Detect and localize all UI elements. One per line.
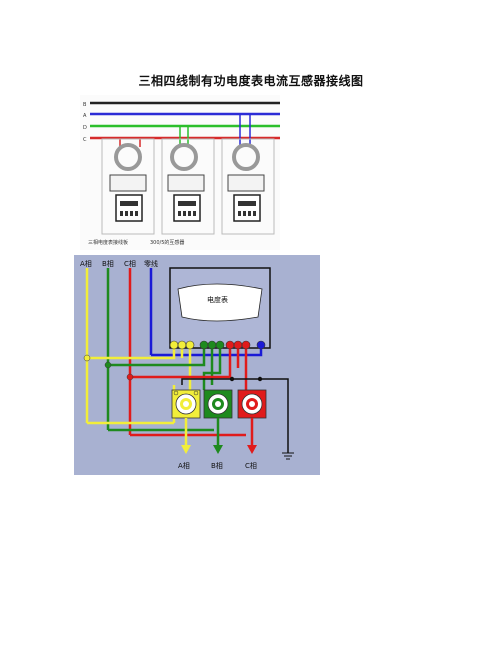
- ct-unit-3: [221, 138, 275, 235]
- arrow-a: [181, 445, 191, 454]
- terminal-row: [169, 340, 266, 350]
- wiring-photo-svg: B A D C: [83, 101, 280, 246]
- ct-unit-2: [161, 138, 215, 235]
- wiring-schematic-svg: A相 B相 C相 零线 电度表: [80, 259, 294, 470]
- bus-label-d: D: [83, 125, 87, 131]
- caption-left: 三相电度表接线板: [88, 239, 128, 246]
- arrow-c: [247, 445, 257, 454]
- ct-a-phase: [171, 389, 201, 419]
- common-return-wire: [181, 378, 289, 453]
- bus-label-c: C: [83, 137, 87, 143]
- top-label-neutral: 零线: [144, 259, 158, 268]
- top-label-a: A相: [80, 259, 92, 268]
- document-title: 三相四线制有功电度表电流互感器接线图: [138, 74, 364, 88]
- bottom-label-c: C相: [245, 461, 257, 470]
- wiring-schematic-figure: A相 B相 C相 零线 电度表: [74, 255, 320, 475]
- ct-b-phase: [203, 389, 233, 419]
- arrow-b: [213, 445, 223, 454]
- ct-unit-1: [101, 138, 155, 235]
- bottom-label-a: A相: [178, 461, 190, 470]
- top-label-b: B相: [102, 259, 114, 268]
- bottom-label-b: B相: [211, 461, 223, 470]
- ct-c-phase: [237, 389, 267, 419]
- top-label-c: C相: [124, 259, 136, 268]
- bus-label-a: A: [83, 113, 87, 119]
- caption-right: 300/5的互感器: [150, 239, 184, 246]
- meter-banner: [177, 283, 263, 322]
- bus-label-b: B: [83, 102, 87, 108]
- meter-label: 电度表: [207, 295, 228, 304]
- wiring-photo-figure: B A D C: [80, 95, 280, 250]
